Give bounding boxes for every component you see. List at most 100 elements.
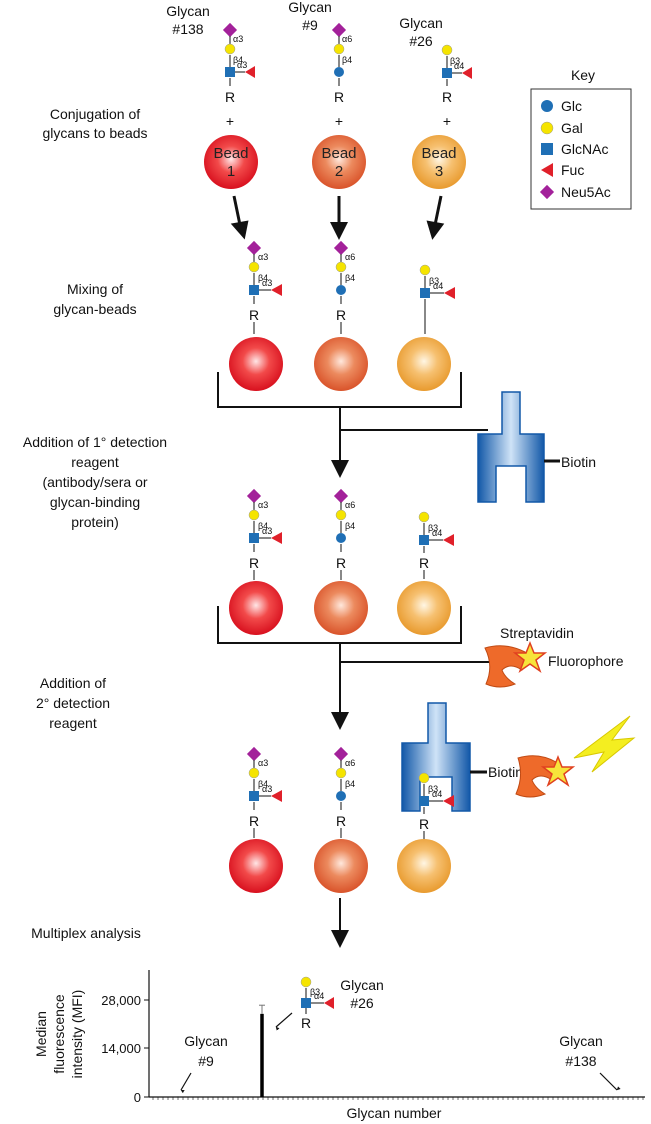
gal-icon — [248, 509, 260, 521]
glycan-138-structure-row1: α3 β4 α3 R — [222, 22, 255, 105]
gal-icon — [335, 767, 347, 779]
glycan-9-structure-row4: α6 β4 R — [333, 746, 355, 838]
plus-sign: + — [226, 113, 234, 129]
linkage-label: α3 — [258, 758, 268, 768]
glycan-138-structure-row4: α3 β4 α3 R — [246, 746, 282, 838]
bead-2 — [312, 135, 366, 189]
r-label: R — [336, 307, 346, 323]
linkage-label: α3 — [233, 34, 243, 44]
gal-icon — [333, 43, 345, 55]
neu5ac-icon — [333, 240, 349, 256]
key-item-glc: Glc — [561, 98, 582, 114]
glcnac-icon — [419, 535, 429, 545]
glycan-26-structure-row2: β3 α4 — [419, 264, 455, 334]
r-label: R — [249, 555, 259, 571]
linkage-label: α3 — [258, 500, 268, 510]
r-label: R — [336, 555, 346, 571]
step-secondary-line3: reagent — [49, 715, 97, 731]
plus-sign: + — [443, 113, 451, 129]
key-item-fuc: Fuc — [561, 162, 584, 178]
glcnac-icon — [541, 143, 553, 155]
gal-icon — [419, 264, 431, 276]
glycan-9-structure-row2: α6 β4 R — [333, 240, 355, 334]
r-label: R — [249, 307, 259, 323]
glc-icon — [336, 791, 346, 801]
linkage-label: α3 — [237, 60, 247, 70]
arrow-down — [426, 195, 445, 240]
bead-1 — [229, 581, 283, 635]
bead-1 — [204, 135, 258, 189]
bead-2-word: Bead — [321, 145, 356, 162]
annotation-glycan9-line1: Glycan — [184, 1033, 228, 1049]
bead-3-number: 3 — [435, 163, 443, 180]
gal-icon — [441, 44, 453, 56]
x-axis-label: Glycan number — [347, 1105, 442, 1121]
glcnac-icon — [419, 796, 429, 806]
step-primary-line2: reagent — [71, 454, 119, 470]
key-item-glcnac: GlcNAc — [561, 141, 608, 157]
r-label: R — [419, 555, 429, 571]
fluorophore-label: Fluorophore — [548, 653, 624, 669]
step-primary-line4: glycan-binding — [50, 494, 140, 510]
step-primary-line5: protein) — [71, 514, 118, 530]
gal-icon — [418, 772, 430, 784]
glycan-26-structure-row1: β3 α4 R — [441, 44, 472, 105]
linkage-label: β4 — [345, 521, 355, 531]
neu5ac-icon — [331, 22, 347, 38]
mfi-bar-chart: 28,000 14,000 0 Median fluorescence inte… — [33, 970, 645, 1121]
r-label: R — [225, 89, 235, 105]
bead-2 — [314, 337, 368, 391]
y-tick-label: 28,000 — [101, 993, 141, 1008]
r-label: R — [442, 89, 452, 105]
linkage-label: α3 — [262, 278, 272, 288]
glycan-138-structure-row2: α3 β4 α3 R — [246, 240, 282, 334]
gal-icon — [300, 976, 312, 988]
y-axis-label-line2: fluorescence — [51, 994, 67, 1074]
step-secondary-line2: 2° detection — [36, 695, 110, 711]
bead-3-word: Bead — [421, 145, 456, 162]
y-tick-label: 14,000 — [101, 1041, 141, 1056]
fluorophore-star-icon — [540, 754, 576, 787]
glc-icon — [334, 67, 344, 77]
glcnac-icon — [420, 288, 430, 298]
glycan3-title-line1: Glycan — [399, 15, 443, 31]
linkage-label: β4 — [342, 55, 352, 65]
linkage-label: β4 — [345, 273, 355, 283]
fuc-icon — [271, 532, 282, 544]
r-label: R — [419, 816, 429, 832]
r-label: R — [334, 89, 344, 105]
y-axis-label-line1: Median — [33, 1011, 49, 1057]
glcnac-icon — [225, 67, 235, 77]
linkage-label: α4 — [432, 528, 442, 538]
glycan3-title-line2: #26 — [409, 33, 433, 49]
key-item-neu5ac: Neu5Ac — [561, 184, 611, 200]
glycan-138-structure-row3: α3 β4 α3 R — [246, 488, 282, 580]
streptavidin-label: Streptavidin — [500, 625, 574, 641]
linkage-label: α3 — [258, 252, 268, 262]
arrow-down — [331, 930, 349, 948]
step-mixing-line2: glycan-beads — [53, 301, 136, 317]
linkage-label: α6 — [345, 252, 355, 262]
annotation-arrow — [180, 1072, 192, 1094]
linkage-label: α3 — [262, 784, 272, 794]
annotation-glycan138-line2: #138 — [565, 1053, 596, 1069]
fuc-icon — [443, 534, 454, 546]
gal-icon — [248, 261, 260, 273]
x-minor-ticks — [152, 1097, 644, 1100]
arrow-down — [330, 196, 348, 240]
step-multiplex: Multiplex analysis — [31, 925, 141, 941]
fuc-icon — [541, 163, 553, 177]
annotation-arrow — [275, 1012, 293, 1031]
linkage-label: α4 — [314, 991, 324, 1001]
linkage-label: β3 — [310, 987, 320, 997]
linkage-label: β3 — [450, 56, 460, 66]
arrow-down — [230, 195, 249, 240]
bead-3 — [397, 337, 451, 391]
glycan-9-structure-row3: α6 β4 R — [333, 488, 355, 580]
linkage-label: α6 — [342, 34, 352, 44]
glc-icon — [336, 285, 346, 295]
linkage-label: α4 — [433, 281, 443, 291]
fuc-icon — [443, 795, 454, 807]
glcnac-icon — [442, 68, 452, 78]
neu5ac-icon — [539, 184, 555, 200]
